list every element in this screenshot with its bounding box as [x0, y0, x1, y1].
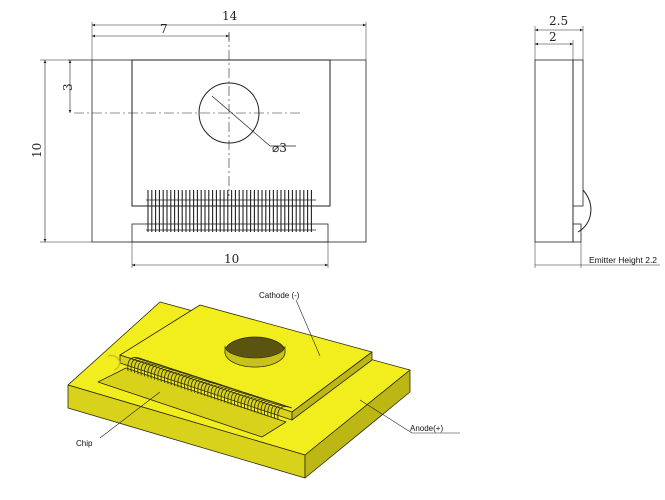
iso-hole-wall: [224, 345, 286, 368]
dim-text-14: 14: [222, 9, 238, 23]
dim-text-10-horizontal: 10: [224, 252, 239, 266]
front-cathode-plate: [131, 59, 331, 207]
leader-cathode: [295, 299, 321, 357]
wire-bond-fingers: [147, 190, 312, 232]
dim-text-10-vertical: 10: [30, 143, 44, 158]
dim-text-2: 2: [549, 30, 557, 44]
base-side-face: [304, 369, 411, 479]
emitter-hole: [198, 82, 260, 144]
anode-mark: [107, 354, 121, 371]
diameter-leader: [211, 95, 271, 147]
front-base-strip: [131, 223, 329, 243]
side-plate: [572, 59, 584, 207]
leader-anode: [359, 399, 413, 434]
label-anode: Anode(+): [410, 424, 443, 433]
dim-text-diameter: ⌀3: [272, 141, 287, 155]
label-chip: Chip: [76, 439, 93, 448]
label-cathode: Cathode (-): [259, 291, 300, 300]
iso-wire-bonds: [127, 357, 293, 421]
chip-strip: [97, 367, 287, 438]
side-body: [534, 59, 574, 243]
emitter-height-label: Emitter Height 2.2: [589, 255, 657, 265]
side-view: [534, 26, 660, 268]
dim-text-2-5: 2.5: [549, 14, 568, 28]
iso-leaders: [99, 299, 460, 439]
leader-chip: [99, 391, 161, 439]
side-wire-loop: [577, 189, 592, 233]
front-view: [40, 22, 367, 268]
dim-text-7: 7: [160, 22, 168, 36]
iso-wire-bond: [277, 406, 293, 421]
side-base-step: [572, 223, 582, 243]
cathode-plate-side: [291, 351, 373, 421]
dim-text-3: 3: [61, 83, 75, 91]
isometric-view: [67, 301, 411, 479]
